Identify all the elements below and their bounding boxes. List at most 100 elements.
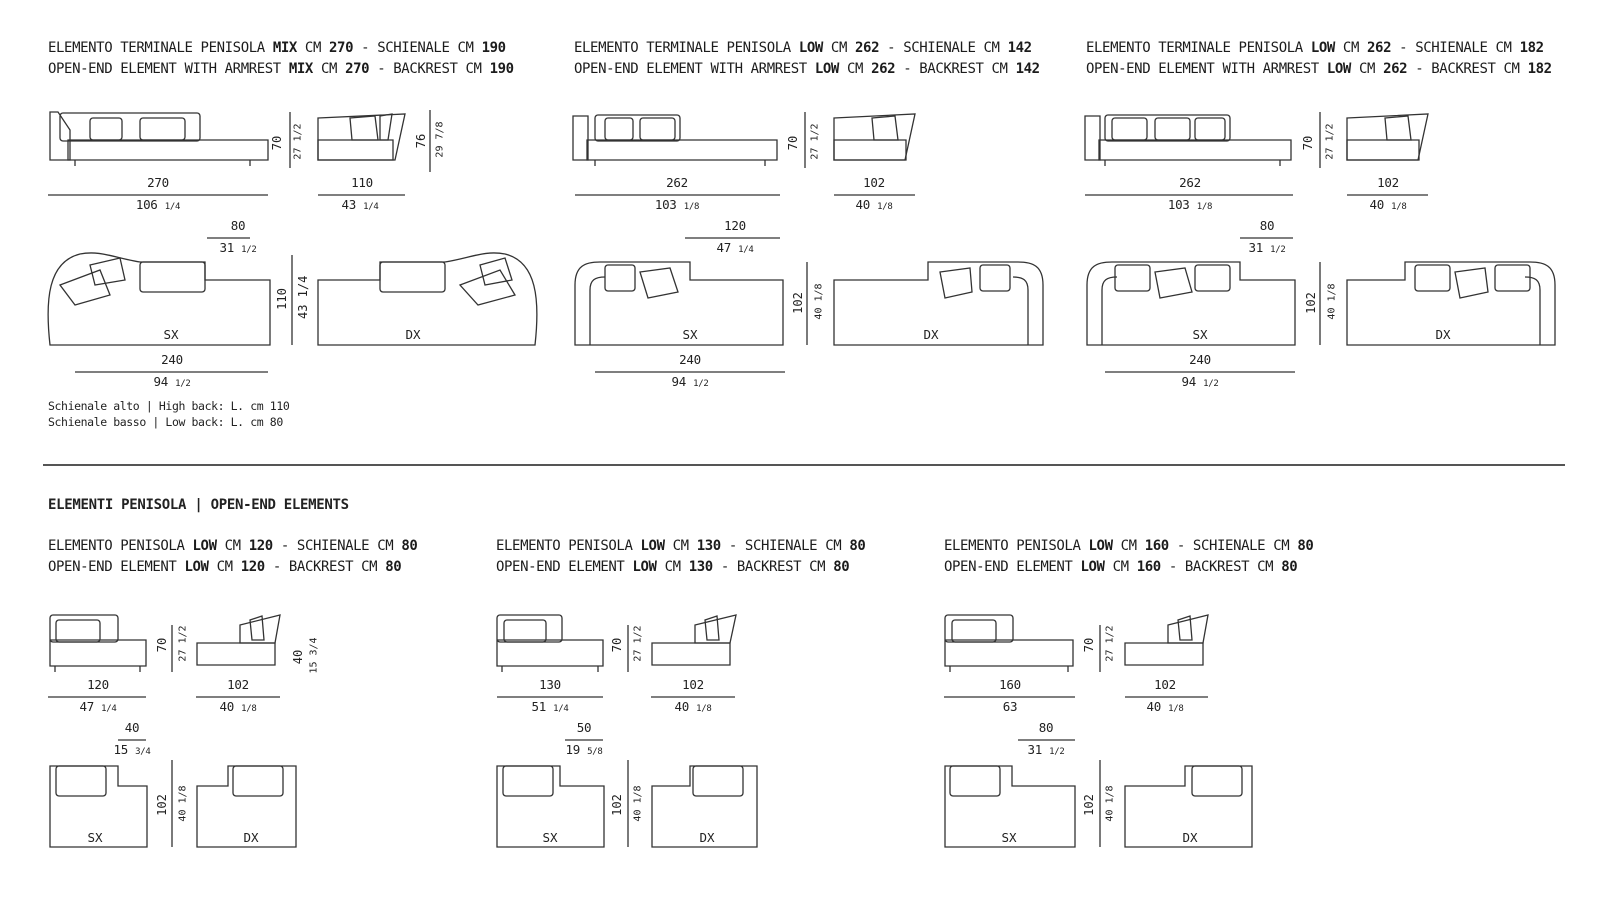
block3-plan-depth-cm: 102 [1304, 292, 1318, 314]
b3-plan-dx [1125, 766, 1252, 847]
block1-front-width-in: 106 1/4 [135, 197, 181, 212]
bottom1-back-cm: 40 [124, 720, 140, 735]
b1-front-view [50, 615, 146, 672]
block2-front-height-cm: 70 [786, 135, 800, 151]
block1-side-height-in: 29 7/8 [434, 121, 446, 158]
bottom3-dx-label: DX [1182, 830, 1198, 845]
block1-sx-label: SX [163, 327, 179, 342]
block1-side-width-in: 43 1/4 [341, 197, 379, 212]
bottom3-sx-label: SX [1001, 830, 1017, 845]
block2-side-width-in: 40 1/8 [855, 197, 893, 212]
b3-front-view [945, 615, 1073, 672]
bottom3-back-cm: 80 [1038, 720, 1054, 735]
b1-side-view [197, 615, 280, 665]
b2-plan-sx [497, 766, 604, 847]
block2-front-width-cm: 262 [666, 175, 688, 190]
bottom3-front-width-cm: 160 [999, 677, 1021, 692]
block1-side-width-cm: 110 [351, 175, 373, 190]
bottom1-front-width-cm: 120 [87, 677, 109, 692]
block3-sx-label: SX [1192, 327, 1208, 342]
block1-back-cm: 80 [230, 218, 246, 233]
block2-sx-label: SX [682, 327, 698, 342]
block2-plan-width-in: 94 1/2 [671, 374, 709, 389]
block3-dx-label: DX [1435, 327, 1451, 342]
block3-front-width-cm: 262 [1179, 175, 1201, 190]
block1-front-height-cm: 70 [270, 135, 284, 151]
bottom3-back-in: 31 1/2 [1027, 742, 1065, 757]
block3-title-en: OPEN-END ELEMENT WITH ARMREST LOW CM 262… [1086, 61, 1552, 77]
block1-note-high-back: Schienale alto | High back: L. cm 110 [48, 399, 290, 413]
bottom1-front-width-in: 47 1/4 [79, 699, 117, 714]
bottom3-plan-depth-cm: 102 [1082, 794, 1096, 816]
block3-front-width-in: 103 1/8 [1167, 197, 1213, 212]
bottom1-sx-label: SX [87, 830, 103, 845]
block3-front-height-cm: 70 [1301, 135, 1315, 151]
block2-plan-width-cm: 240 [679, 352, 701, 367]
bottom3-front-height-cm: 70 [1082, 637, 1096, 653]
bottom1-title-it: ELEMENTO PENISOLA LOW CM 120 - SCHIENALE… [48, 538, 418, 554]
block1-side-view [318, 114, 405, 160]
block2-plan-depth-in: 40 1/8 [813, 283, 825, 320]
bottom3-plan-depth-in: 40 1/8 [1104, 785, 1116, 822]
block1-side-height-cm: 76 [414, 133, 428, 149]
bottom3-side-width-cm: 102 [1154, 677, 1176, 692]
block1-note-low-back: Schienale basso | Low back: L. cm 80 [48, 415, 283, 429]
block2-side-view [834, 114, 915, 160]
block1-plan-dx [318, 253, 537, 345]
block1-front-width-cm: 270 [147, 175, 169, 190]
b1-plan-dx [197, 766, 296, 847]
bottom2-dx-label: DX [699, 830, 715, 845]
block3-plan-depth-in: 40 1/8 [1326, 283, 1338, 320]
block2-side-width-cm: 102 [863, 175, 885, 190]
block3-title-it: ELEMENTO TERMINALE PENISOLA LOW CM 262 -… [1086, 40, 1544, 56]
block3-side-width-in: 40 1/8 [1369, 197, 1407, 212]
bottom2-sx-label: SX [542, 830, 558, 845]
block3-plan-dx [1347, 262, 1555, 345]
block1-front-height-in: 27 1/2 [292, 123, 304, 160]
bottom2-side-width-cm: 102 [682, 677, 704, 692]
bottom3-side-width-in: 40 1/8 [1146, 699, 1184, 714]
b2-plan-dx [652, 766, 757, 847]
block3-front-view [1085, 115, 1291, 166]
bottom1-front-height-in: 27 1/2 [177, 625, 189, 662]
bottom2-front-width-cm: 130 [539, 677, 561, 692]
bottom1-front-height-cm: 70 [155, 637, 169, 653]
bottom3-front-height-in: 27 1/2 [1104, 625, 1116, 662]
block1-dx-label: DX [405, 327, 421, 342]
block2-plan-depth-cm: 102 [791, 292, 805, 314]
b3-side-view [1125, 615, 1208, 665]
section-title: ELEMENTI PENISOLA | OPEN-END ELEMENTS [48, 497, 349, 513]
block1-plan-width-in: 94 1/2 [153, 374, 191, 389]
b2-front-view [497, 615, 603, 672]
bottom2-plan-depth-in: 40 1/8 [632, 785, 644, 822]
block3-plan-width-in: 94 1/2 [1181, 374, 1219, 389]
bottom3-front-width-in: 63 [1002, 699, 1018, 714]
block2-dx-label: DX [923, 327, 939, 342]
block2-back-in: 47 1/4 [716, 240, 754, 255]
block2-plan-sx [575, 262, 783, 345]
bottom1-back-in: 15 3/4 [113, 742, 151, 757]
bottom1-plan-depth-in: 40 1/8 [177, 785, 189, 822]
bottom2-back-cm: 50 [576, 720, 592, 735]
block1-plan-depth-cm: 110 [275, 288, 289, 310]
block1-title-en: OPEN-END ELEMENT WITH ARMREST MIX CM 270… [48, 61, 514, 77]
block2-front-height-in: 27 1/2 [809, 123, 821, 160]
block2-back-cm: 120 [724, 218, 746, 233]
bottom1-plan-depth-cm: 102 [155, 794, 169, 816]
block1-title-it: ELEMENTO TERMINALE PENISOLA MIX CM 270 -… [48, 40, 506, 56]
block3-side-view [1347, 114, 1428, 160]
bottom3-title-it: ELEMENTO PENISOLA LOW CM 160 - SCHIENALE… [944, 538, 1314, 554]
block1-back-in: 31 1/2 [219, 240, 257, 255]
bottom2-front-height-in: 27 1/2 [632, 625, 644, 662]
bottom1-side-height-in: 15 3/4 [308, 637, 320, 674]
block1-plan-width-cm: 240 [161, 352, 183, 367]
bottom1-side-width-in: 40 1/8 [219, 699, 257, 714]
b2-side-view [652, 615, 736, 665]
block2-plan-dx [834, 262, 1043, 345]
block1-front-view [50, 112, 268, 166]
block2-title-en: OPEN-END ELEMENT WITH ARMREST LOW CM 262… [574, 61, 1040, 77]
bottom1-title-en: OPEN-END ELEMENT LOW CM 120 - BACKREST C… [48, 559, 402, 575]
bottom2-title-it: ELEMENTO PENISOLA LOW CM 130 - SCHIENALE… [496, 538, 866, 554]
bottom2-back-in: 19 5/8 [565, 742, 603, 757]
